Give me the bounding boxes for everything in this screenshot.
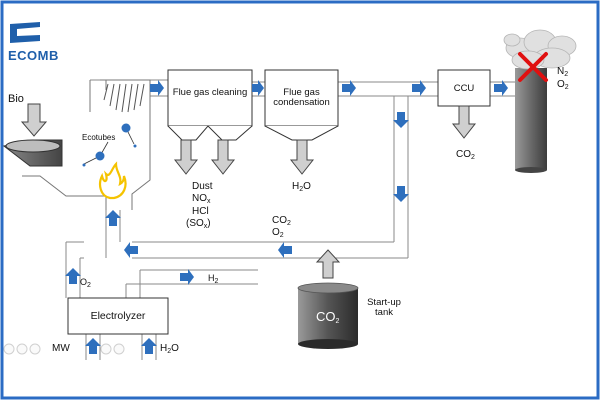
ecotube-markers [82, 123, 137, 167]
flue-gas-cleaning-unit [167, 69, 253, 141]
bio-hopper-icon [2, 139, 63, 167]
ecomb-logo: ECOMB [8, 48, 59, 63]
chimney-stack-icon [515, 68, 547, 173]
flue-gas-condensation-label: Flue gas condensation [273, 87, 330, 108]
flow-arrows [65, 80, 508, 354]
output-arrows [173, 105, 477, 175]
bio-label: Bio [8, 93, 24, 105]
return-co2-label: CO2 [272, 215, 291, 227]
co2-tank-icon [297, 282, 359, 349]
tank-co2-label: CO2 [316, 309, 340, 325]
slide-controls[interactable] [3, 343, 125, 355]
ccu-unit [437, 69, 491, 107]
nox-label: NOx [192, 193, 211, 205]
electrolyzer-unit [67, 297, 169, 335]
blocked-emission-cross-icon [518, 52, 548, 82]
hcl-label: HCl [192, 206, 209, 217]
tank-supply-arrow [315, 249, 341, 279]
sox-label: (SOx) [186, 218, 211, 230]
return-o2-label: O2 [272, 227, 284, 239]
ecomb-logo-icon [10, 22, 40, 43]
ecotubes-label: Ecotubes [82, 133, 116, 142]
dust-label: Dust [192, 181, 213, 192]
flue-gas-condensation-unit [264, 69, 339, 141]
flame-icon [99, 161, 127, 200]
electrolyzer-label: Electrolyzer [90, 310, 146, 322]
hydrogen-label: H2 [208, 273, 219, 285]
boiler-furnace [22, 79, 151, 210]
smoke-cloud-icon [503, 29, 577, 70]
mw-label: MW [52, 343, 70, 354]
inlet-h2o-label: H2O [160, 343, 179, 355]
bio-feed-arrow [20, 103, 48, 137]
stack-n2-label: N2 [557, 66, 569, 78]
ccu-label: CCU [453, 83, 475, 94]
ccu-co2-label: CO2 [456, 149, 475, 161]
flue-gas-cleaning-label: Flue gas cleaning [172, 87, 248, 98]
stack-o2-label: O2 [557, 79, 569, 91]
startup-tank-label: Start-up tank [367, 297, 401, 318]
condensate-h2o-label: H2O [292, 181, 311, 193]
electrolyzer-o2-label: O2 [80, 277, 91, 289]
